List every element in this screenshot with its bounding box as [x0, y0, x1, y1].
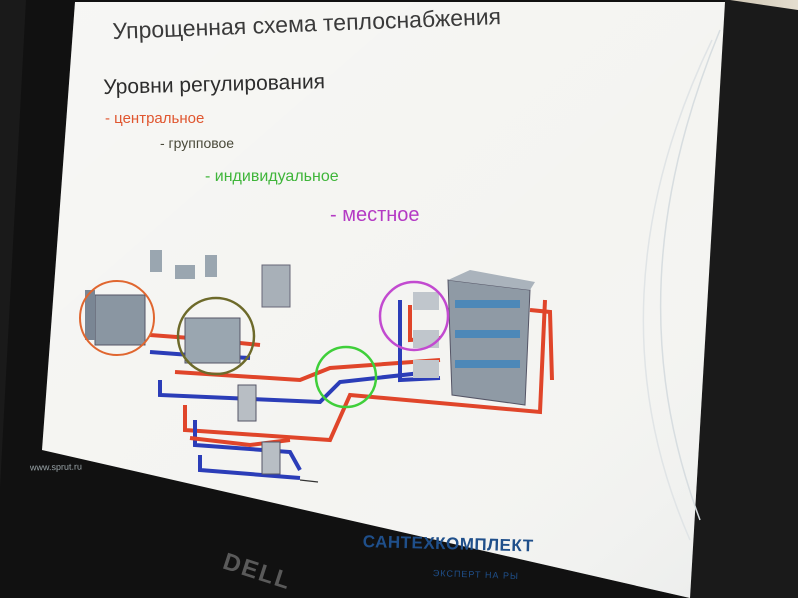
level-group: - групповое	[160, 135, 235, 151]
central-level-circle	[79, 280, 155, 356]
site-url: www.sprut.ru	[29, 461, 83, 473]
equipment	[85, 250, 535, 475]
level-local: - местное	[330, 204, 420, 226]
local-level-circle	[378, 280, 450, 352]
group-level-circle	[176, 296, 256, 376]
individual-level-circle	[314, 345, 378, 409]
level-central: - центральное	[105, 110, 205, 127]
level-individual: - индивидуальное	[205, 168, 339, 185]
